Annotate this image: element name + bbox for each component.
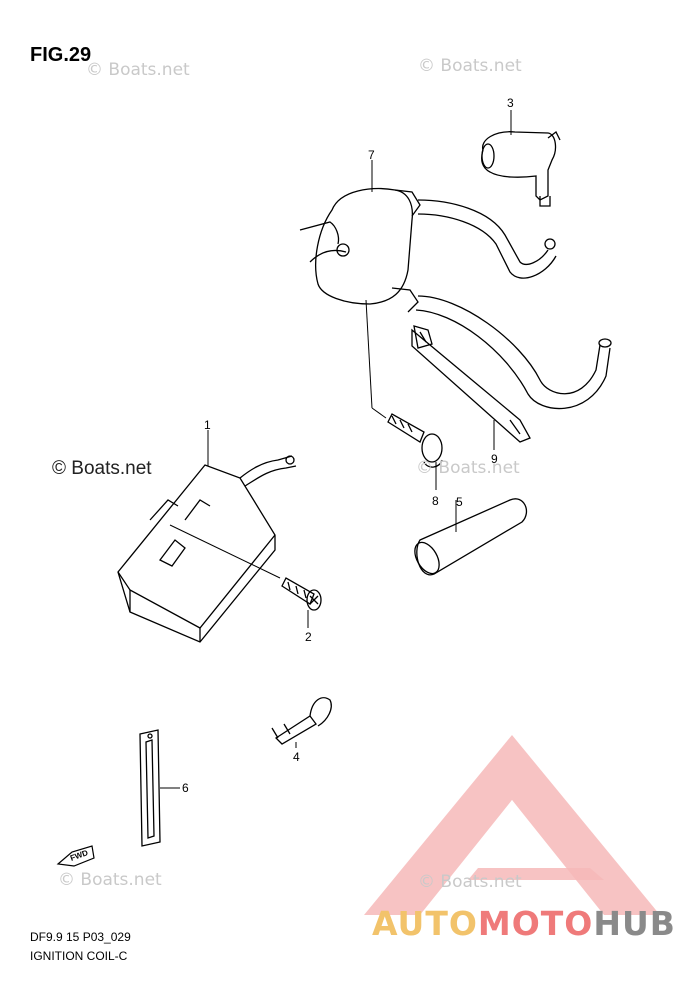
fwd-arrow-icon: [56, 845, 95, 867]
clip-part-4: [271, 697, 332, 745]
callout-2: 2: [305, 630, 312, 644]
callout-6: 6: [182, 781, 189, 795]
plug-cap-part-3: [481, 131, 561, 207]
watermark: © Boats.net: [418, 56, 522, 76]
sleeve-part-9: [411, 325, 531, 443]
callout-3: 3: [507, 96, 514, 110]
brand-logo: AUTOMOTOHUB: [372, 904, 676, 943]
callout-8: 8: [432, 494, 439, 508]
bolt-part-8: [387, 413, 443, 468]
ignition-coil-part-7: [299, 187, 612, 410]
callout-7: 7: [368, 148, 375, 162]
screw-part-2: [281, 577, 322, 611]
diagram-name: IGNITION COIL-C: [30, 949, 128, 963]
watermark: © Boats.net: [52, 458, 152, 479]
watermark: © Boats.net: [86, 60, 190, 80]
brand-logo-part-moto: MOTO: [477, 904, 594, 943]
figure-title: FIG.29: [30, 44, 92, 66]
diagram-code: DF9.9 15 P03_029: [30, 930, 131, 944]
watermark: © Boats.net: [58, 870, 162, 890]
logo-triangle-icon: [364, 735, 660, 915]
watermark: © Boats.net: [416, 458, 520, 478]
band-part-6: [139, 729, 161, 847]
leader-lines: [160, 110, 512, 789]
cdi-unit-part-1: [117, 455, 297, 643]
callout-4: 4: [293, 750, 300, 764]
callout-1: 1: [204, 418, 211, 432]
brand-logo-part-auto: AUTO: [372, 904, 478, 943]
brand-logo-part-hub: HUB: [593, 904, 676, 943]
callout-5: 5: [456, 495, 463, 509]
callout-9: 9: [491, 452, 498, 466]
tube-part-5: [414, 498, 527, 576]
watermark: © Boats.net: [418, 872, 522, 892]
